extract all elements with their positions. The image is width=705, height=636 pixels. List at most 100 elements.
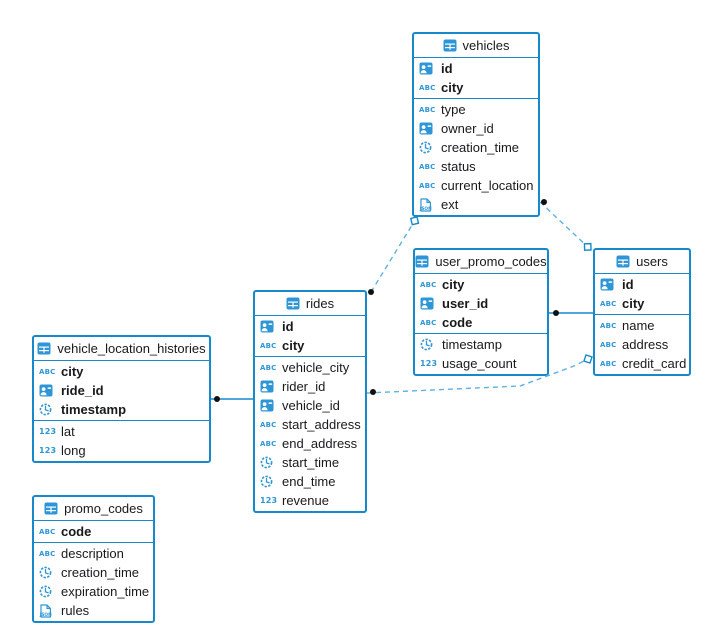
table-icon [37, 342, 51, 355]
time-icon [419, 141, 436, 154]
table-header-user_promo_codes[interactable]: user_promo_codes [415, 250, 547, 274]
field-name: expiration_time [61, 584, 150, 599]
table-name: vehicles [462, 38, 510, 53]
field-row-rides-rider_id[interactable]: rider_id [255, 377, 365, 396]
id-icon [420, 297, 437, 310]
table-icon [443, 39, 457, 52]
field-row-rides-id[interactable]: id [255, 317, 365, 336]
relationship-diamond-marker [409, 216, 420, 226]
relationship-dot-marker [370, 389, 376, 395]
field-name: status [441, 159, 476, 174]
field-name: end_time [282, 474, 336, 489]
text-icon: ABC [260, 363, 277, 372]
field-row-rides-end_time[interactable]: end_time [255, 472, 365, 491]
table-name: rides [305, 296, 335, 311]
text-icon: ABC [600, 299, 617, 308]
field-name: lat [61, 424, 75, 439]
field-row-promo_codes-creation_time[interactable]: creation_time [34, 563, 153, 582]
field-row-vehicle_location_histories-ride_id[interactable]: ride_id [34, 381, 209, 400]
time-icon [39, 585, 56, 598]
relationship-rides-vehicles[interactable] [370, 224, 413, 293]
field-name: code [61, 524, 92, 539]
field-name: current_location [441, 178, 534, 193]
svg-text:JSON: JSON [39, 612, 52, 618]
field-name: name [622, 318, 655, 333]
field-name: timestamp [442, 337, 502, 352]
relationship-rides-users[interactable] [366, 360, 585, 394]
field-row-rides-vehicle_id[interactable]: vehicle_id [255, 396, 365, 415]
field-name: rider_id [282, 379, 326, 394]
field-row-users-id[interactable]: id [595, 275, 689, 294]
field-name: city [282, 338, 305, 353]
text-icon: ABC [600, 321, 617, 330]
text-icon: ABC [420, 280, 437, 289]
field-row-vehicle_location_histories-timestamp[interactable]: timestamp [34, 400, 209, 419]
table-header-vehicles[interactable]: vehicles [414, 34, 538, 58]
field-name: revenue [282, 493, 329, 508]
table-name: promo_codes [64, 501, 143, 516]
field-row-vehicles-city[interactable]: ABC city [414, 78, 538, 97]
field-row-promo_codes-expiration_time[interactable]: expiration_time [34, 582, 153, 601]
field-row-user_promo_codes-timestamp[interactable]: timestamp [415, 335, 547, 354]
field-row-vehicles-owner_id[interactable]: owner_id [414, 119, 538, 138]
field-name: long [61, 443, 86, 458]
field-name: creation_time [441, 140, 520, 155]
table-header-rides[interactable]: rides [255, 292, 365, 316]
field-name: start_time [282, 455, 340, 470]
field-name: city [441, 80, 464, 95]
time-icon [39, 566, 56, 579]
field-row-rides-end_address[interactable]: ABC end_address [255, 434, 365, 453]
field-name: ride_id [61, 383, 104, 398]
text-icon: ABC [260, 439, 277, 448]
field-row-users-name[interactable]: ABC name [595, 316, 689, 335]
text-icon: ABC [600, 340, 617, 349]
text-icon: ABC [419, 105, 436, 114]
table-icon [415, 255, 429, 268]
table-header-users[interactable]: users [595, 250, 689, 274]
field-name: end_address [282, 436, 358, 451]
field-row-vehicles-creation_time[interactable]: creation_time [414, 138, 538, 157]
text-icon: ABC [419, 83, 436, 92]
table-name: users [636, 254, 668, 269]
relationship-vehicles-users[interactable] [539, 201, 585, 245]
field-row-user_promo_codes-user_id[interactable]: user_id [415, 294, 547, 313]
relationship-diamond-marker [583, 354, 593, 364]
field-row-rides-start_time[interactable]: start_time [255, 453, 365, 472]
number-icon: 123 [260, 496, 278, 505]
field-row-vehicles-id[interactable]: id [414, 59, 538, 78]
field-row-rides-revenue[interactable]: 123 revenue [255, 491, 365, 510]
table-header-promo_codes[interactable]: promo_codes [34, 497, 153, 521]
id-icon [419, 122, 436, 135]
field-name: id [622, 277, 634, 292]
table-header-vehicle_location_histories[interactable]: vehicle_location_histories [34, 337, 209, 361]
number-icon: 123 [420, 359, 438, 368]
text-icon: ABC [600, 359, 617, 368]
id-icon [600, 278, 617, 291]
field-name: code [442, 315, 473, 330]
